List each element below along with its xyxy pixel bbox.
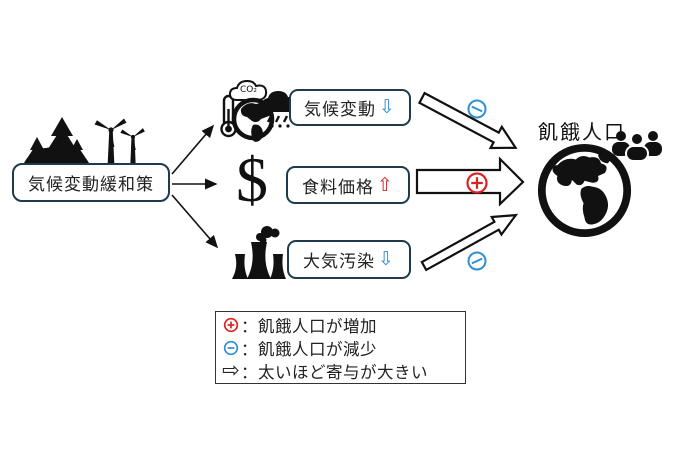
co2-label: CO₂ — [240, 85, 257, 95]
down-arrow-icon: ⇩ — [379, 96, 396, 118]
mediator-label-climate: 気候変動 — [304, 100, 377, 119]
down-arrow-icon: ⇩ — [378, 248, 395, 270]
plus-circle-icon — [222, 317, 240, 333]
legend-text-increase: ：飢餓人口が増加 — [241, 317, 377, 336]
mediator-label-airpollution: 大気汚染 — [303, 252, 376, 271]
legend-text-width: ：太いほど寄与が大きい — [241, 363, 428, 382]
people-group-icon — [612, 131, 662, 162]
dollar-icon: $ — [236, 144, 268, 215]
co2-cloud-icon — [228, 79, 268, 101]
wide-arrow-icon: ⇨ — [221, 358, 241, 382]
mediator-box-climate: 気候変動 ⇩ — [289, 89, 411, 126]
plus-circle-icon — [466, 172, 488, 194]
factory-icon — [232, 226, 286, 279]
legend-row-increase: ：飢餓人口が増加 — [222, 313, 459, 336]
outcome-label: 飢餓人口 — [538, 122, 626, 144]
legend-row-width: ⇨ ：太いほど寄与が大きい — [222, 359, 459, 382]
globe-small-icon — [231, 97, 275, 142]
connector-arrows — [171, 124, 219, 249]
legend-row-decrease: ：飢餓人口が減少 — [222, 336, 459, 359]
connector-arrow-top — [171, 124, 215, 175]
minus-circle-icon — [222, 340, 240, 356]
climate-change-icon: CO₂ — [220, 79, 296, 142]
earth-globe-icon — [537, 143, 632, 238]
source-label: 気候変動緩和策 — [28, 175, 154, 194]
rain-cloud-icon — [262, 91, 296, 128]
minus-circle-bottom-icon — [467, 251, 487, 271]
mediator-box-foodprice: 食料価格 ⇧ — [286, 166, 410, 204]
wind-turbines-icon — [94, 118, 145, 163]
legend-box: ：飢餓人口が増加 ：飢餓人口が減少 ⇨ ：太いほど寄与が大きい — [215, 311, 466, 384]
minus-circle-top-icon — [467, 99, 487, 119]
mediator-box-airpollution: 大気汚染 ⇩ — [287, 240, 411, 279]
legend-text-decrease: ：飢餓人口が減少 — [241, 340, 377, 359]
mediator-label-foodprice: 食料価格 — [302, 177, 375, 197]
forest-icon — [24, 117, 89, 163]
source-box: 気候変動緩和策 — [12, 163, 170, 202]
effect-arrow-airpollution — [420, 213, 519, 272]
up-arrow-icon: ⇧ — [377, 173, 394, 196]
effect-arrow-climate — [417, 91, 518, 150]
connector-arrow-bottom — [171, 194, 219, 249]
